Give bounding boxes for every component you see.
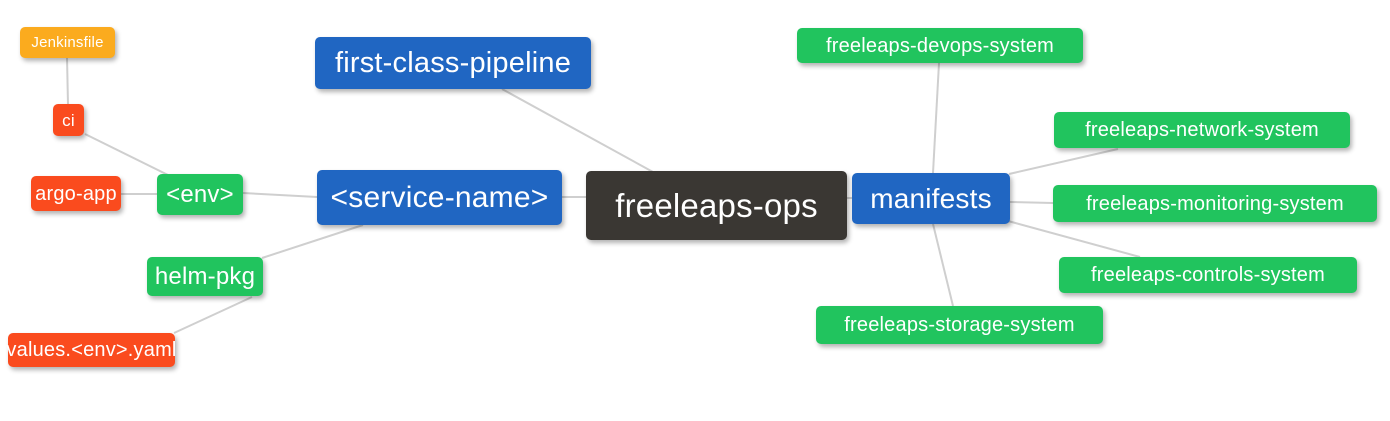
- node-label: freeleaps-monitoring-system: [1086, 192, 1344, 215]
- node-label: freeleaps-devops-system: [825, 34, 1055, 57]
- node-label: <env>: [166, 180, 234, 208]
- node-label: freeleaps-network-system: [1085, 119, 1319, 141]
- node-helm-pkg[interactable]: helm-pkg: [147, 257, 263, 296]
- node-label: first-class-pipeline: [334, 46, 572, 79]
- edge-manifests-to-freeleaps-controls-system: [1007, 220, 1141, 258]
- node-label: helm-pkg: [154, 262, 256, 290]
- edge-jenkinsfile-to-ci: [66, 56, 69, 106]
- node-freeleaps-storage-system[interactable]: freeleaps-storage-system: [816, 306, 1103, 344]
- node-manifests[interactable]: manifests: [852, 173, 1010, 224]
- node-label: Jenkinsfile: [31, 34, 104, 51]
- edge-manifests-to-freeleaps-devops-system: [932, 62, 940, 174]
- node-label: <service-name>: [330, 180, 549, 214]
- node-label: freeleaps-controls-system: [1091, 264, 1325, 286]
- node-service-name[interactable]: <service-name>: [317, 170, 562, 225]
- node-first-class-pipeline[interactable]: first-class-pipeline: [315, 37, 591, 89]
- node-label: ci: [62, 110, 75, 130]
- node-label: freeleaps-ops: [615, 187, 818, 224]
- edge-ci-to-env: [84, 133, 169, 176]
- node-env[interactable]: <env>: [157, 174, 243, 215]
- edge-manifests-to-freeleaps-monitoring-system: [1009, 201, 1054, 204]
- node-ci[interactable]: ci: [53, 104, 84, 136]
- edge-first-class-pipeline-to-freeleaps-ops: [501, 88, 654, 173]
- node-label: argo-app: [35, 182, 117, 205]
- edge-env-to-service-name: [242, 192, 318, 198]
- node-freeleaps-ops-root[interactable]: freeleaps-ops: [586, 171, 847, 240]
- edge-helm-pkg-to-service-name: [261, 224, 364, 259]
- edge-manifests-to-freeleaps-network-system: [1008, 148, 1119, 175]
- edge-manifests-to-freeleaps-storage-system: [932, 223, 954, 307]
- edge-values-env-yaml-to-helm-pkg: [173, 296, 253, 334]
- node-label: manifests: [870, 182, 992, 214]
- node-jenkinsfile[interactable]: Jenkinsfile: [20, 27, 115, 58]
- node-freeleaps-devops-system[interactable]: freeleaps-devops-system: [797, 28, 1083, 63]
- node-freeleaps-monitoring-system[interactable]: freeleaps-monitoring-system: [1053, 185, 1377, 222]
- node-argo-app[interactable]: argo-app: [31, 176, 121, 211]
- node-label: freeleaps-storage-system: [844, 314, 1075, 336]
- node-freeleaps-controls-system[interactable]: freeleaps-controls-system: [1059, 257, 1357, 293]
- node-values-env-yaml[interactable]: values.<env>.yaml: [6, 333, 177, 367]
- node-freeleaps-network-system[interactable]: freeleaps-network-system: [1054, 112, 1350, 148]
- node-label: values.<env>.yaml: [6, 339, 177, 361]
